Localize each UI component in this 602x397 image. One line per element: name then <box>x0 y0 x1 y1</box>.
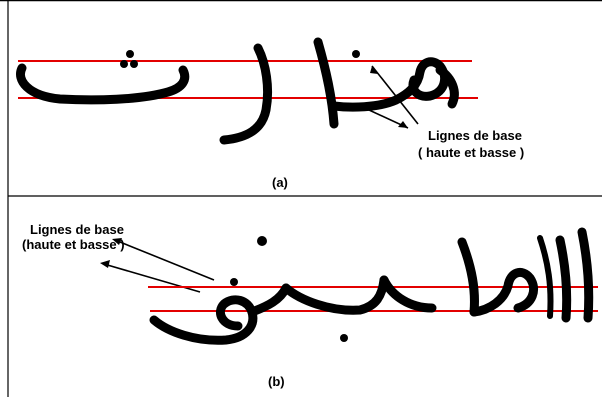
panel-a: Lignes de base ( haute et basse ) (a) <box>16 37 524 190</box>
panel-b-annotation-line2: (haute et basse ) <box>22 237 125 252</box>
panel-b-annotation-line1: Lignes de base <box>30 222 124 237</box>
panel-a-arrowhead-upper <box>370 66 378 74</box>
panel-a-annotation-line1: Lignes de base <box>428 128 522 143</box>
panel-a-arrow-upper <box>371 65 419 125</box>
panel-b-arrowhead-upper <box>112 238 122 245</box>
panel-b: Lignes de base (haute et basse ) <box>22 222 598 389</box>
panel-b-arrowhead-lower <box>100 260 110 268</box>
panel-a-handwriting <box>16 37 459 145</box>
panel-b-handwriting <box>149 227 594 345</box>
panel-b-caption: (b) <box>268 374 285 389</box>
panel-a-caption: (a) <box>272 175 288 190</box>
panel-a-annotation-line2: ( haute et basse ) <box>418 145 524 160</box>
panel-a-arrowhead-lower <box>398 121 408 128</box>
panel-b-arrow-upper <box>119 241 215 281</box>
panel-a-arrow-lower <box>355 103 409 129</box>
